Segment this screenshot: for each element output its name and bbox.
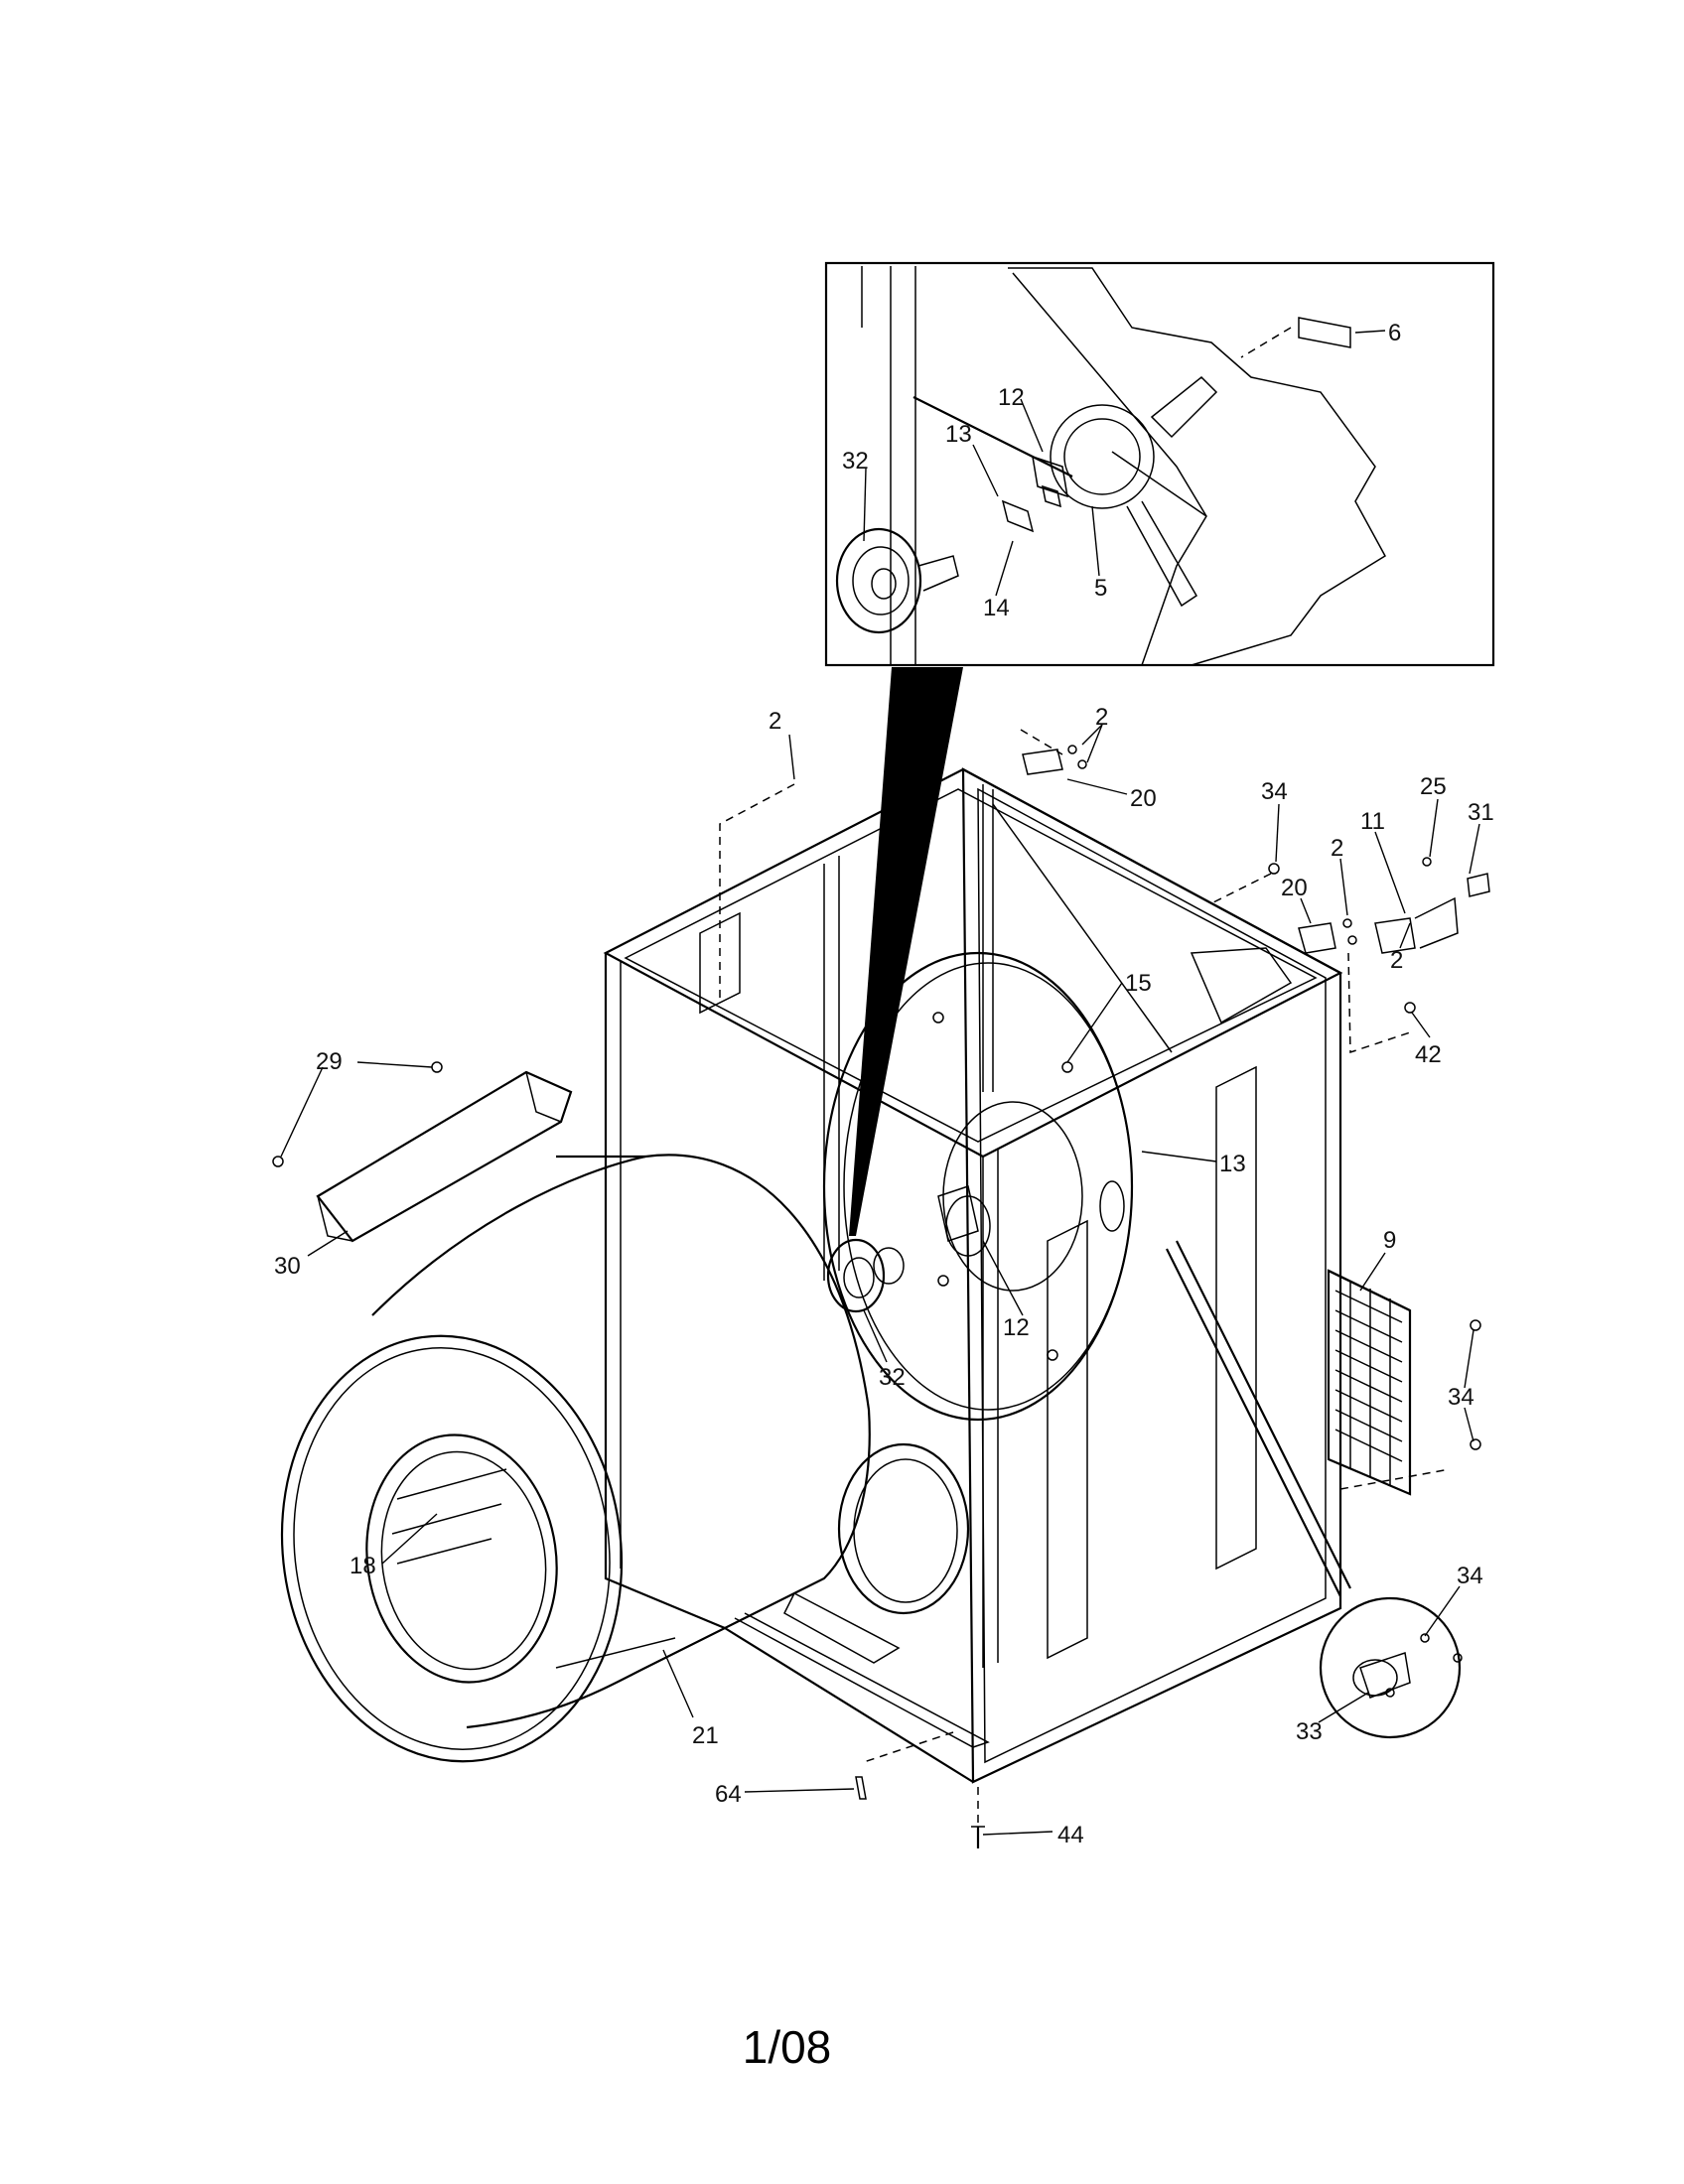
callout-34-top: 34 xyxy=(1261,778,1288,805)
callout-33: 33 xyxy=(1296,1718,1323,1745)
callout-12-main: 12 xyxy=(1003,1314,1030,1341)
callout-13-main: 13 xyxy=(1219,1151,1246,1177)
callout-2-right: 2 xyxy=(1331,835,1343,862)
lower-front-opening xyxy=(837,1442,970,1615)
callout-25: 25 xyxy=(1420,773,1447,800)
callout-32-main: 32 xyxy=(879,1364,906,1391)
leader-lines xyxy=(280,724,1480,1836)
small-hardware xyxy=(855,1776,985,1848)
callout-29: 29 xyxy=(316,1048,343,1075)
drum xyxy=(280,1154,871,1763)
callout-20-top: 20 xyxy=(1130,785,1157,812)
detail-projection-wedge xyxy=(849,667,963,1236)
callout-42: 42 xyxy=(1415,1041,1442,1068)
callout-6: 6 xyxy=(1388,320,1401,346)
right-side-parts xyxy=(1022,745,1490,1450)
callout-12-inset: 12 xyxy=(998,384,1025,411)
callout-13-inset: 13 xyxy=(945,421,972,448)
page-label: 1/08 xyxy=(742,2021,832,2073)
callout-2-top-bracket: 2 xyxy=(1095,704,1108,731)
rear-bulkhead xyxy=(822,951,1134,1422)
callout-31: 31 xyxy=(1468,799,1494,826)
bearing-32 xyxy=(826,1238,905,1313)
callout-14: 14 xyxy=(983,595,1010,621)
callout-2-top-left: 2 xyxy=(769,708,781,735)
callout-34-right: 34 xyxy=(1448,1384,1474,1411)
callout-9: 9 xyxy=(1383,1227,1396,1254)
callout-18: 18 xyxy=(350,1553,376,1579)
callout-34-lower: 34 xyxy=(1457,1563,1483,1589)
callout-5: 5 xyxy=(1094,575,1107,602)
cabinet xyxy=(603,729,1451,1832)
callout-44: 44 xyxy=(1057,1822,1084,1848)
callout-32-inset: 32 xyxy=(842,448,869,475)
callout-labels: 2 2 20 34 25 31 11 2 20 2 42 15 29 13 30… xyxy=(274,704,1494,1848)
callout-30: 30 xyxy=(274,1253,301,1280)
callout-15: 15 xyxy=(1125,970,1152,997)
callout-11: 11 xyxy=(1360,808,1385,835)
callout-64: 64 xyxy=(715,1781,742,1808)
callout-21: 21 xyxy=(692,1722,719,1749)
vent-grille-9 xyxy=(1327,1269,1412,1496)
callout-2-right-lower: 2 xyxy=(1390,947,1403,974)
inset-detail: 6 12 13 32 14 5 xyxy=(824,261,1495,667)
front-top-panel-30 xyxy=(272,1061,573,1243)
detail-circle-33 xyxy=(1166,1240,1463,1739)
callout-20-right: 20 xyxy=(1281,875,1308,901)
